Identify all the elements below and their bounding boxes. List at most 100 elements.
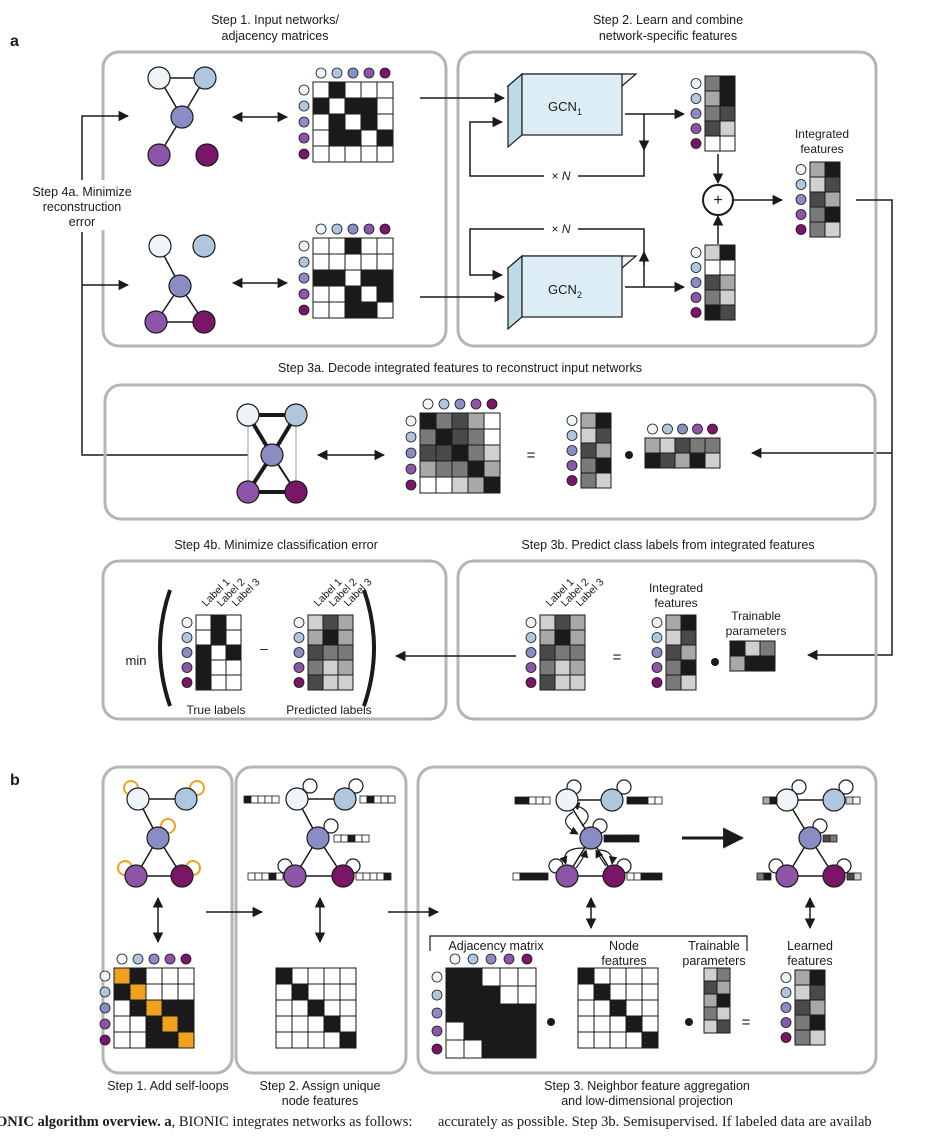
matrix-cell (291, 983, 309, 1001)
matrix-cell (625, 983, 643, 1001)
row-node-dot (780, 987, 792, 998)
matrix-cell (674, 452, 691, 469)
svg-text:Node: Node (609, 939, 639, 953)
matrix-cell (328, 129, 346, 147)
matrix-cell (719, 120, 736, 137)
matrix-cell (463, 1039, 483, 1059)
matrix-cell (113, 999, 131, 1017)
row-node-dot (99, 1034, 111, 1046)
matrix-cell (360, 113, 378, 131)
matrix-cell (312, 301, 330, 319)
matrix-cell (704, 437, 721, 454)
matrix-cell (344, 285, 362, 303)
matrix-cell (580, 457, 597, 474)
matrix-cell (704, 75, 721, 92)
matrix-cell (467, 460, 485, 478)
matrix-cell (435, 412, 453, 430)
step4a-to-network1 (81, 110, 130, 180)
matrix-cell (323, 1031, 341, 1049)
row-node-dot (566, 475, 578, 486)
matrix-cell (360, 237, 378, 255)
matrix-cell (644, 452, 661, 469)
panel-b-label: b (10, 772, 20, 789)
matrix-cell (291, 967, 309, 985)
matrix-cell (719, 259, 736, 276)
row-node-dot (405, 431, 417, 443)
row-node-dot (690, 292, 702, 303)
matrix-cell (328, 285, 346, 303)
svg-text:Step 2. Assign unique: Step 2. Assign unique (260, 1079, 381, 1093)
matrix-cell (291, 999, 309, 1017)
matrix-cell (759, 655, 776, 672)
matrix-cell (665, 629, 682, 646)
b-equals: = (742, 1014, 751, 1031)
row-node-dot (298, 272, 310, 284)
feature-vector-cell (333, 834, 342, 843)
col-node-dot (347, 223, 359, 235)
matrix-cell (323, 1015, 341, 1033)
matrix-cell (580, 412, 597, 429)
matrix-cell (307, 1031, 325, 1049)
matrix-cell (445, 1021, 465, 1041)
matrix-cell (376, 285, 394, 303)
matrix-cell (339, 999, 357, 1017)
matrix-cell (744, 655, 761, 672)
feature-vector-cell (647, 796, 656, 805)
matrix-cell (435, 476, 453, 494)
matrix-cell (665, 614, 682, 631)
caption-right: accurately as possible. Step 3b. Semisup… (438, 1114, 872, 1130)
matrix-cell (145, 1031, 163, 1049)
matrix-cell (641, 983, 659, 1001)
figure-caption: ONIC algorithm overview. a, BIONIC integ… (0, 1112, 930, 1136)
matrix-cell (593, 999, 611, 1017)
matrix-cell (809, 206, 826, 223)
svg-text:Learned: Learned (787, 939, 833, 953)
row-node-dot (651, 632, 663, 643)
matrix-cell (703, 993, 718, 1008)
matrix-cell (360, 81, 378, 99)
matrix-cell (312, 285, 330, 303)
matrix-cell (225, 659, 242, 676)
matrix-cell (665, 674, 682, 691)
row-node-dot (298, 256, 310, 268)
matrix-cell (463, 1003, 483, 1023)
matrix-cell (225, 629, 242, 646)
svg-text:features: features (800, 142, 843, 156)
matrix-cell (716, 980, 731, 995)
row-node-dot (566, 460, 578, 471)
row-node-dot (525, 632, 537, 643)
row-node-dot (690, 108, 702, 119)
matrix-cell (499, 967, 519, 987)
matrix-cell (275, 999, 293, 1017)
row-node-dot (405, 463, 417, 475)
feature-vector-cell (376, 872, 385, 881)
matrix-cell (794, 984, 811, 1001)
matrix-cell (716, 1019, 731, 1034)
matrix-cell (312, 269, 330, 287)
matrix-cell (445, 985, 465, 1005)
col-node-dot (449, 953, 461, 965)
feature-vector-cell (626, 872, 635, 881)
matrix-cell (322, 659, 339, 676)
matrix-cell (539, 674, 556, 691)
row-node-dot (405, 415, 417, 427)
matrix-cell (129, 1031, 147, 1049)
feature-vector-cell (535, 796, 544, 805)
row-node-dot (431, 971, 443, 983)
step1-title: Step 1. Input networks/ adjacency matric… (211, 13, 339, 43)
feature-vector-cell (271, 795, 280, 804)
col-node-dot (331, 67, 343, 79)
col-node-dot (379, 223, 391, 235)
b-learned-node-feature-vectors (756, 796, 862, 881)
matrix-cell (483, 444, 501, 462)
matrix-cell (641, 967, 659, 985)
matrix-cell (641, 1015, 659, 1033)
matrix-cell (328, 145, 346, 163)
matrix-cell (435, 460, 453, 478)
row-node-dot (525, 617, 537, 628)
matrix-cell (307, 983, 325, 1001)
matrix-cell (376, 269, 394, 287)
matrix-cell (689, 452, 706, 469)
matrix-cell (609, 967, 627, 985)
gcn2-block: GCN2 (506, 254, 638, 331)
